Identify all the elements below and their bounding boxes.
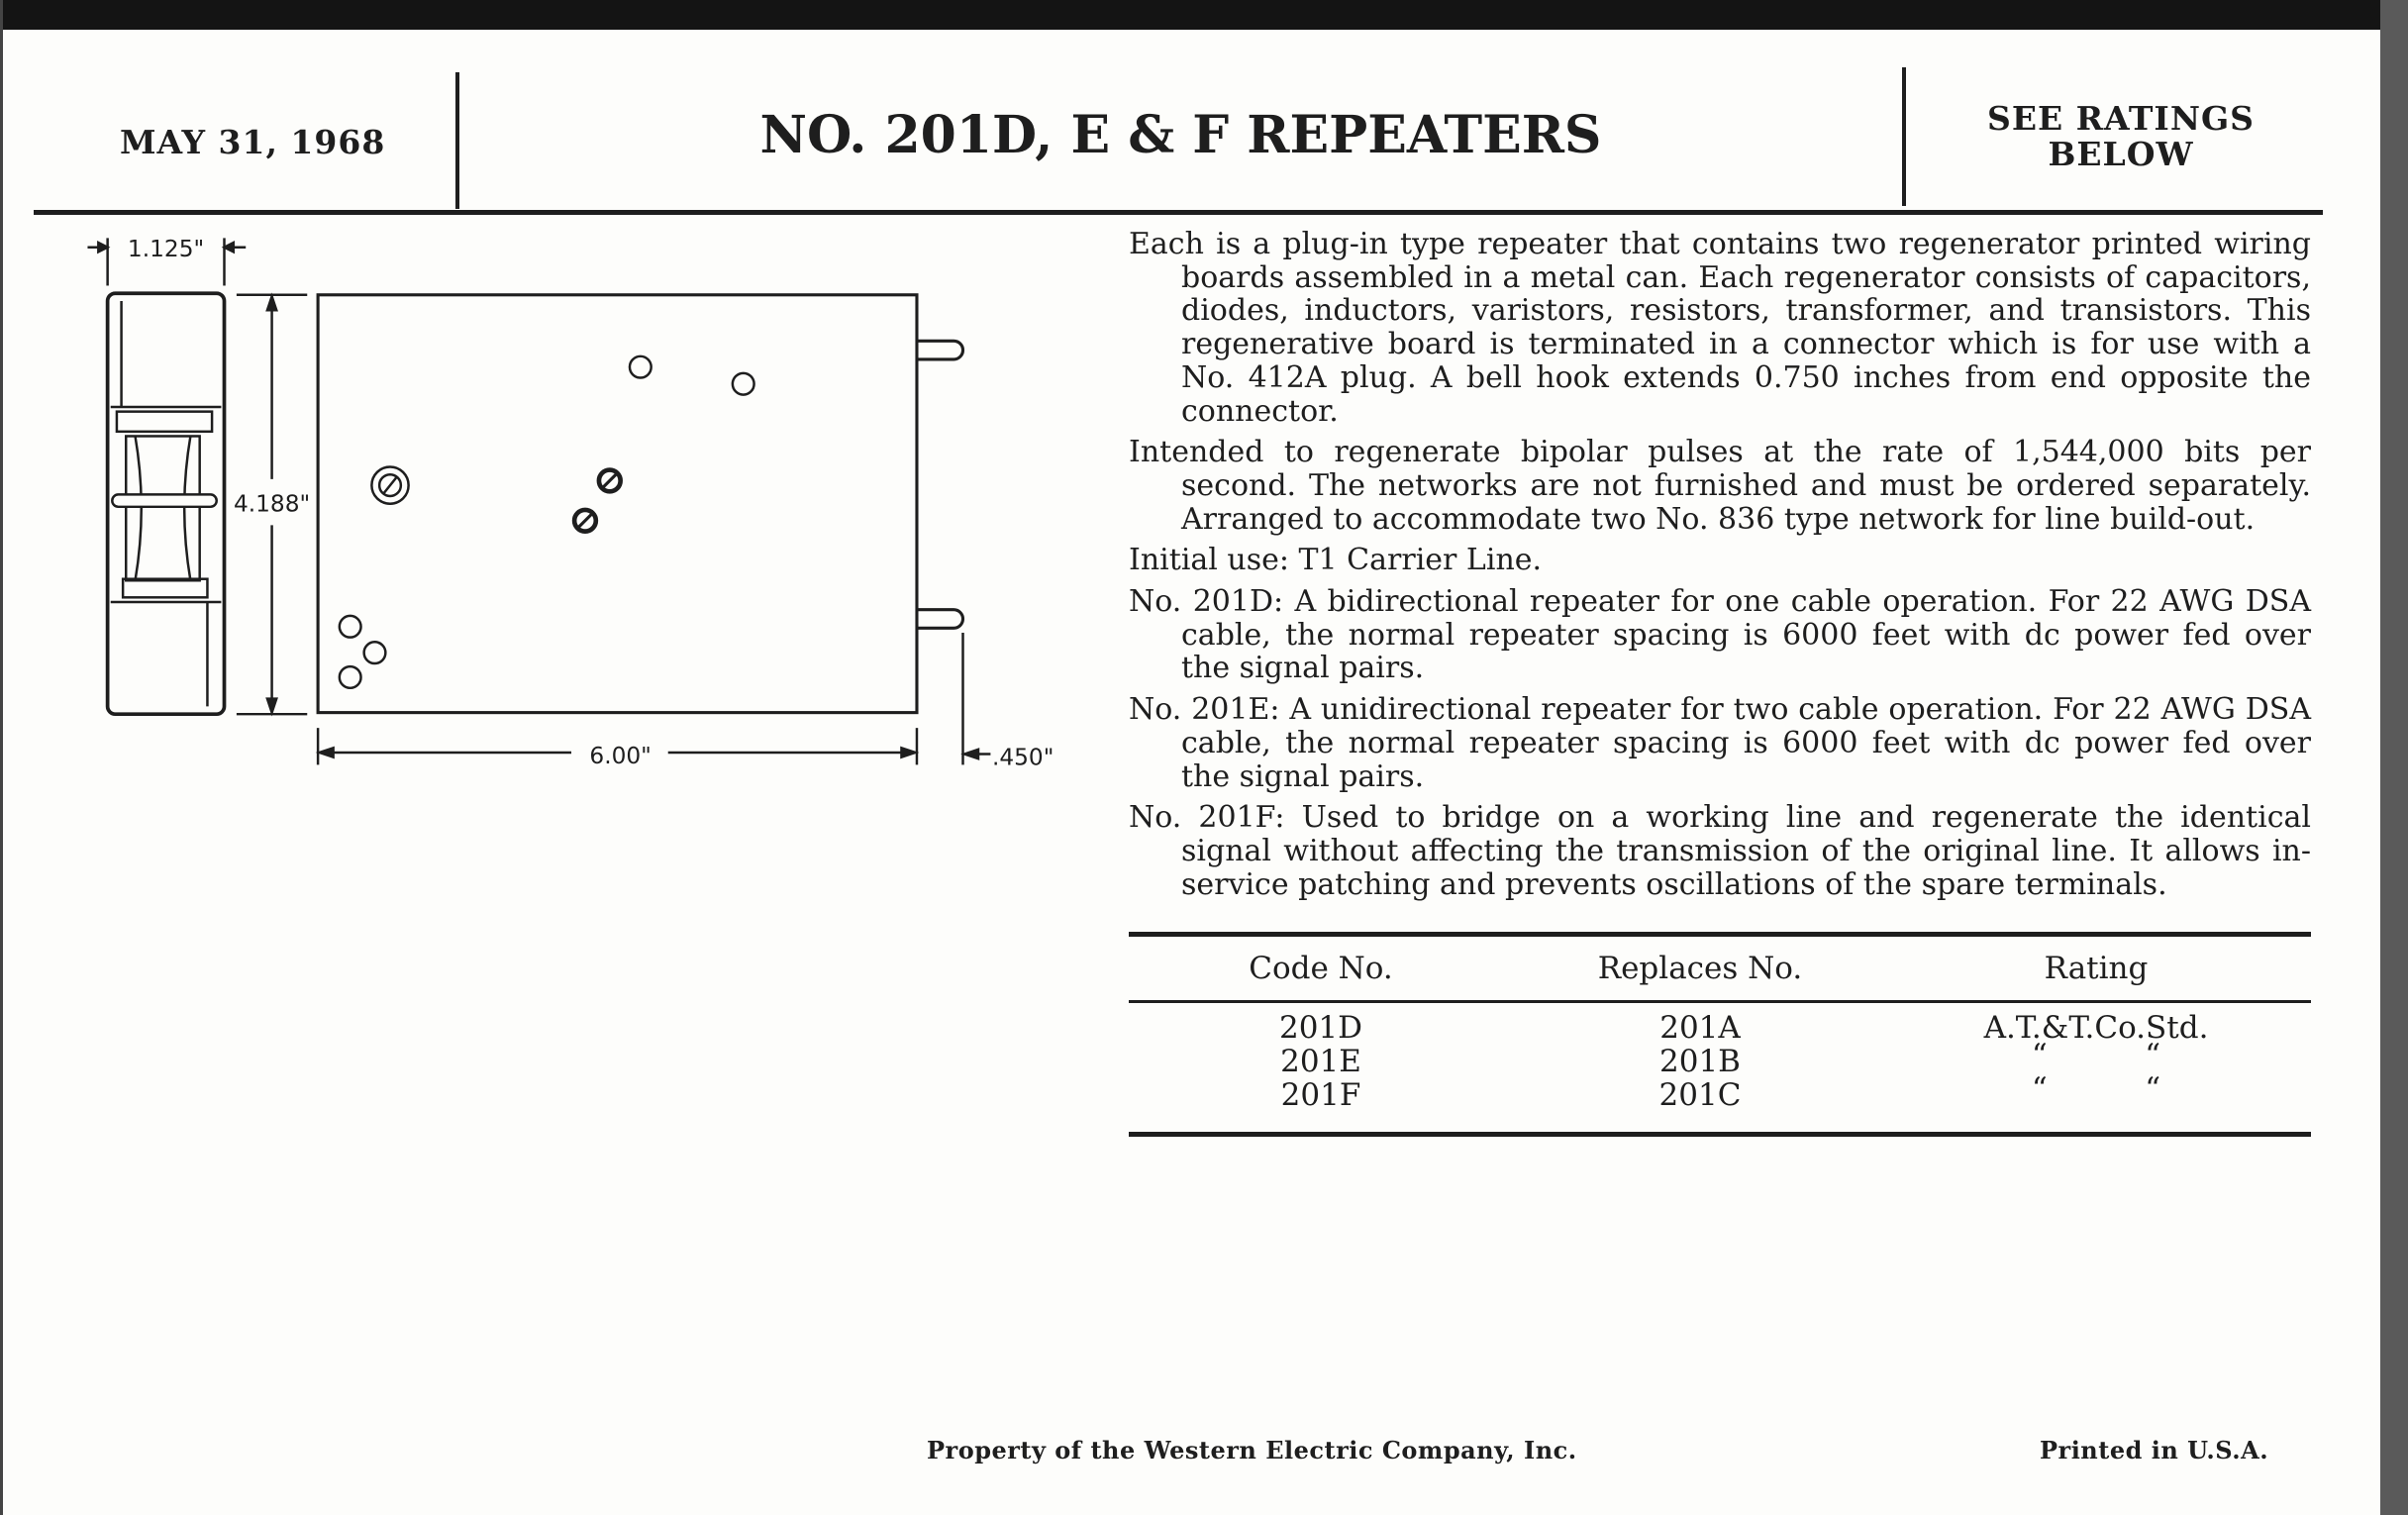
- length-label: 6.00": [589, 743, 651, 769]
- code-cell: 201F: [1280, 1077, 1361, 1113]
- header-divider: [455, 72, 459, 209]
- height-label: 4.188": [234, 490, 310, 517]
- hole-icon: [731, 371, 755, 396]
- scan-left-edge: [0, 0, 3, 1515]
- width-dimension: 1.125": [87, 236, 247, 286]
- width-label: 1.125": [128, 236, 204, 262]
- hole-icon: [628, 354, 652, 379]
- replaces-cell: 201A: [1659, 1010, 1741, 1046]
- screw-icon: [370, 465, 410, 505]
- page-title: NO. 201D, E & F REPEATERS: [759, 105, 1602, 165]
- scan-top-edge: [0, 0, 2408, 30]
- paragraph-201f: No. 201F: Used to bridge on a working li…: [1129, 800, 2311, 902]
- rating-cell: A.T.&T.Co.Std.: [1983, 1010, 2209, 1046]
- column-header-replaces: Replaces No.: [1597, 951, 1803, 986]
- paragraph-initial-use: Initial use: T1 Carrier Line.: [1129, 543, 1543, 578]
- scan-right-edge: [2380, 0, 2408, 1515]
- side-view: [105, 291, 227, 717]
- header-rule: [34, 210, 2323, 215]
- screw-icon: [596, 467, 623, 494]
- replaces-cell: 201B: [1659, 1044, 1741, 1079]
- rating-note: SEE RATINGS BELOW: [1908, 101, 2334, 172]
- footer-printed: Printed in U.S.A.: [2040, 1436, 2269, 1464]
- table-header-rule: [1129, 1000, 2311, 1003]
- rating-cell: “ “: [2031, 1071, 2161, 1107]
- top-view: [316, 293, 965, 715]
- length-dimension: 6.00": [315, 728, 920, 769]
- paragraph-201d: No. 201D: A bidirectional repeater for o…: [1129, 584, 2311, 686]
- description: Each is a plug-in type repeater that con…: [1129, 228, 2311, 909]
- rating-note-line2: BELOW: [2048, 135, 2194, 173]
- column-header-rating: Rating: [2044, 951, 2149, 986]
- code-cell: 201D: [1278, 1010, 1363, 1046]
- hole-icon: [338, 614, 362, 639]
- rating-note-line1: SEE RATINGS: [1986, 99, 2256, 138]
- paragraph-201e: No. 201E: A unidirectional repeater for …: [1129, 692, 2311, 794]
- hole-icon: [338, 664, 362, 690]
- rating-cell: “ “: [2031, 1038, 2161, 1073]
- pin-label: .450": [992, 744, 1054, 770]
- table-bottom-rule: [1129, 1132, 2311, 1137]
- height-dimension: 4.188": [234, 292, 310, 717]
- column-header-code: Code No.: [1249, 951, 1393, 986]
- replaces-cell: 201C: [1658, 1077, 1742, 1113]
- pin-dimension: .450": [960, 632, 1054, 770]
- screw-icon: [571, 507, 599, 534]
- issue-date: MAY 31, 1968: [120, 123, 386, 161]
- code-cell: 201E: [1280, 1044, 1361, 1079]
- footer-property: Property of the Western Electric Company…: [927, 1436, 1577, 1464]
- paragraph-purpose: Intended to regenerate bipolar pulses at…: [1129, 435, 2311, 537]
- paragraph-description: Each is a plug-in type repeater that con…: [1129, 227, 2311, 429]
- header-divider: [1902, 67, 1906, 206]
- hole-icon: [362, 641, 387, 665]
- table-top-rule: [1129, 932, 2311, 937]
